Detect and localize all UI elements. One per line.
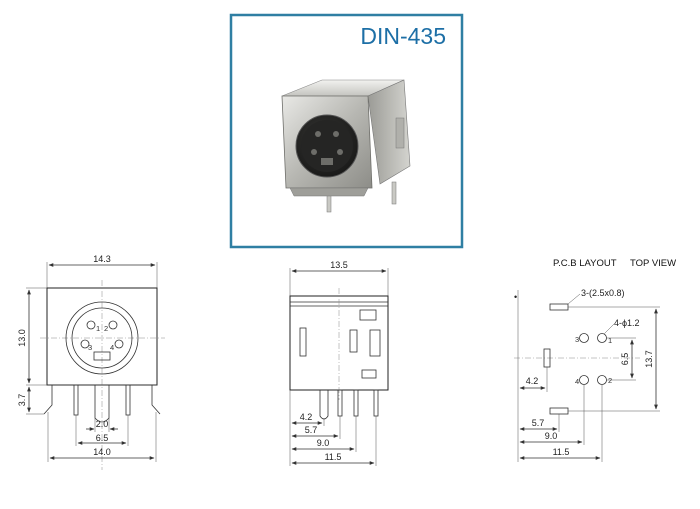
front-pitch-mid: 6.5 — [96, 433, 109, 443]
pcb-pitch: 6.5 — [620, 353, 630, 366]
front-pin-length: 3.7 — [17, 394, 27, 407]
pcb-hole-1 — [597, 333, 607, 343]
side-d2: 5.7 — [305, 425, 318, 435]
front-width-bottom: 14.0 — [93, 447, 111, 457]
side-depth: 13.5 — [330, 260, 348, 270]
model-title: DIN-435 — [360, 23, 446, 49]
pcb-header-right: TOP VIEW — [630, 258, 676, 269]
pcb-hole-3 — [579, 333, 589, 343]
pcb-height: 13.7 — [644, 350, 654, 368]
pcb-d2: 5.7 — [532, 418, 545, 428]
pcb-hole-4 — [579, 375, 589, 385]
side-d4: 11.5 — [325, 452, 342, 462]
pcb-slot-bottom — [549, 407, 569, 415]
front-pin-4: 4 — [110, 343, 114, 352]
pcb-hole-note: 4-ϕ1.2 — [614, 318, 640, 328]
front-height: 13.0 — [17, 329, 27, 347]
pcb-pin-2: 2 — [608, 376, 612, 385]
connector-photo — [281, 79, 411, 213]
pcb-d3: 9.0 — [545, 431, 558, 441]
side-d1: 4.2 — [300, 412, 313, 422]
pcb-pin-3: 3 — [575, 335, 579, 344]
pcb-header-left: P.C.B LAYOUT — [553, 258, 617, 269]
front-view: 14.3 1 2 3 4 13.0 3.7 — [17, 254, 165, 470]
side-d3: 9.0 — [317, 438, 330, 448]
pcb-origin-mark: • — [514, 292, 517, 302]
front-width-top: 14.3 — [93, 254, 111, 264]
front-pin-2: 2 — [104, 324, 108, 333]
pcb-offset: 4.2 — [526, 376, 539, 386]
pcb-slot-note: 3-(2.5x0.8) — [581, 288, 625, 298]
pcb-hole-2 — [597, 375, 607, 385]
front-pin-1: 1 — [96, 324, 100, 333]
pcb-layout-view: P.C.B LAYOUT TOP VIEW • 3 1 4 2 3-(2.5x0… — [514, 258, 676, 462]
pcb-d4: 11.5 — [553, 447, 570, 457]
side-view: 13.5 4.2 5.7 9.0 11.5 — [289, 260, 389, 466]
pcb-pin-1: 1 — [608, 336, 612, 345]
pcb-slot-top — [549, 303, 569, 311]
front-pin-3: 3 — [88, 343, 92, 352]
product-photo-panel: DIN-435 — [229, 13, 464, 249]
pcb-pin-4: 4 — [575, 377, 579, 386]
front-pitch-inner: 2.0 — [96, 419, 109, 429]
